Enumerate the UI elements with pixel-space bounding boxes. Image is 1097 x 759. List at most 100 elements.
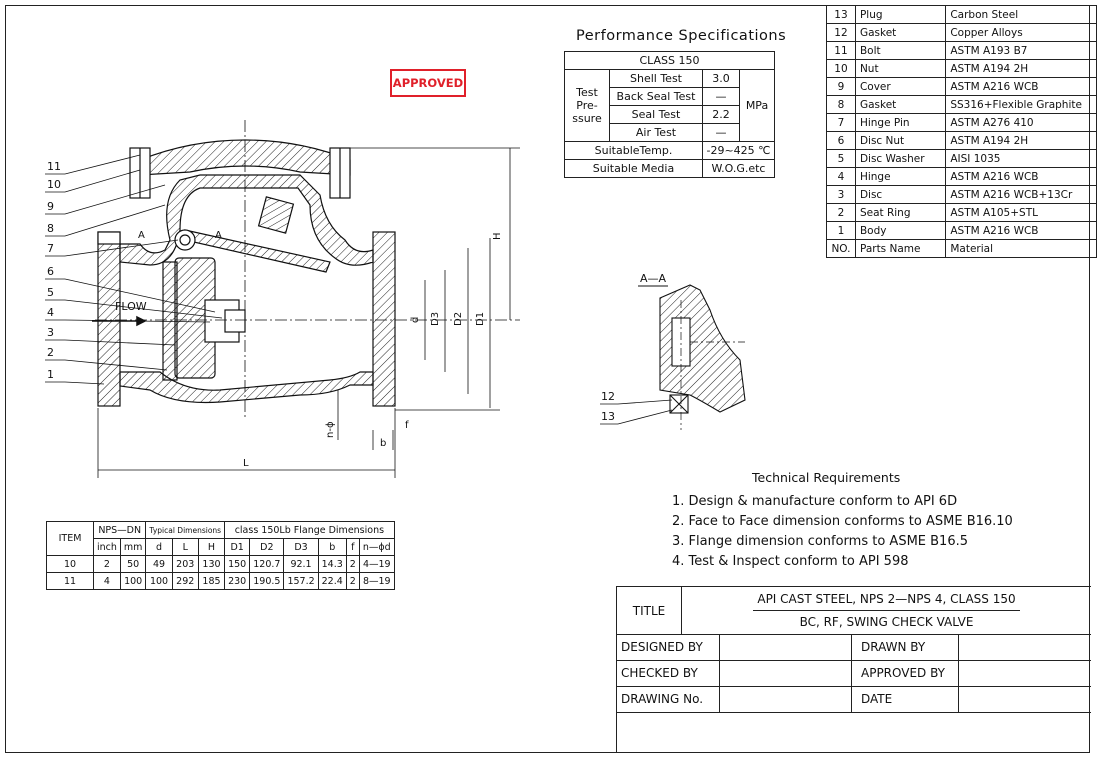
dim-cell: 157.2 [283, 572, 319, 590]
parts-no: 2 [826, 203, 856, 222]
dim-cell: 150 [224, 555, 251, 573]
title-label: TITLE [617, 587, 682, 634]
parts-material: ASTM A194 2H [945, 59, 1097, 78]
date-field[interactable] [958, 686, 1091, 712]
dim-cell: 100 [145, 572, 173, 590]
title-line-1: API CAST STEEL, NPS 2—NPS 4, CLASS 150 [753, 592, 1020, 611]
class-label: CLASS 150 [564, 51, 775, 70]
approved-by-label: APPROVED BY [861, 666, 946, 680]
parts-no: 9 [826, 77, 856, 96]
test-name: Air Test [609, 123, 703, 142]
checked-by-label: CHECKED BY [621, 666, 698, 680]
dim-cell: 130 [197, 555, 226, 573]
parts-no: 5 [826, 149, 856, 168]
parts-material: ASTM A216 WCB+13Cr [945, 185, 1097, 204]
drawing-no-field[interactable] [719, 686, 852, 712]
parts-header-name: Parts Name [854, 239, 947, 258]
requirement-item: 1. Design & manufacture conform to API 6… [672, 494, 958, 509]
suitable-temp-value: -29~425 ℃ [702, 141, 775, 160]
dim-col-header: inch [93, 538, 121, 556]
test-value: 3.0 [702, 69, 740, 88]
parts-header-material: Material [945, 239, 1097, 258]
dim-item: 10 [46, 555, 94, 573]
test-name: Shell Test [609, 69, 703, 88]
unit-label: MPa [739, 69, 775, 142]
flange-header: class 150Lb Flange Dimensions [224, 521, 395, 539]
dim-col-header: f [345, 538, 360, 556]
suitable-media-label: Suitable Media [564, 159, 703, 178]
dim-cell: 8—19 [358, 572, 395, 590]
parts-no: 13 [826, 5, 856, 24]
dim-col-header: n—ϕd [358, 538, 395, 556]
parts-name: Disc Nut [854, 131, 947, 150]
requirement-item: 3. Flange dimension conforms to ASME B16… [672, 534, 968, 549]
parts-no: 8 [826, 95, 856, 114]
parts-no: 4 [826, 167, 856, 186]
parts-no: 11 [826, 41, 856, 60]
drawn-by-field[interactable] [958, 634, 1091, 660]
date-label: DATE [861, 692, 893, 706]
parts-no: 3 [826, 185, 856, 204]
parts-name: Nut [854, 59, 947, 78]
parts-material: ASTM A216 WCB [945, 167, 1097, 186]
checked-by-field[interactable] [719, 660, 852, 686]
dim-cell: 14.3 [317, 555, 347, 573]
suitable-media-value: W.O.G.etc [702, 159, 775, 178]
dim-cell: 4 [93, 572, 121, 590]
dim-col-header: D3 [283, 538, 319, 556]
dim-col-header: D2 [249, 538, 285, 556]
designed-by-field[interactable] [719, 634, 852, 660]
dim-col-header: L [171, 538, 199, 556]
parts-material: SS316+Flexible Graphite [945, 95, 1097, 114]
dim-cell: 92.1 [283, 555, 319, 573]
technical-requirements: Technical Requirements 1. Design & manuf… [672, 468, 1013, 572]
dim-cell: 22.4 [317, 572, 347, 590]
parts-name: Body [854, 221, 947, 240]
dim-col-header: b [317, 538, 347, 556]
parts-name: Cover [854, 77, 947, 96]
parts-material: AISI 1035 [945, 149, 1097, 168]
parts-material: ASTM A216 WCB [945, 221, 1097, 240]
parts-name: Hinge Pin [854, 113, 947, 132]
test-value: — [702, 87, 740, 106]
technical-title: Technical Requirements [752, 470, 901, 485]
drawing-frame [5, 5, 1090, 753]
approved-by-field[interactable] [958, 660, 1091, 686]
item-header: ITEM [46, 521, 94, 556]
parts-material: ASTM A276 410 [945, 113, 1097, 132]
test-value: — [702, 123, 740, 142]
performance-table: CLASS 150 Test Pre-ssure Shell Test 3.0 … [564, 51, 775, 178]
parts-material: ASTM A105+STL [945, 203, 1097, 222]
performance-title: Performance Specifications [576, 28, 787, 44]
parts-no: 1 [826, 221, 856, 240]
dim-cell: 185 [197, 572, 226, 590]
parts-material: ASTM A216 WCB [945, 77, 1097, 96]
test-name: Back Seal Test [609, 87, 703, 106]
dim-cell: 2 [345, 555, 360, 573]
parts-no: 6 [826, 131, 856, 150]
dim-item: 11 [46, 572, 94, 590]
title-block: TITLE API CAST STEEL, NPS 2—NPS 4, CLASS… [616, 586, 1091, 753]
dim-cell: 2 [93, 555, 121, 573]
dim-cell: 230 [224, 572, 251, 590]
dim-col-header: mm [119, 538, 147, 556]
dim-cell: 203 [171, 555, 199, 573]
parts-header-no: NO. [826, 239, 856, 258]
parts-material: ASTM A194 2H [945, 131, 1097, 150]
dim-cell: 292 [171, 572, 199, 590]
parts-name: Bolt [854, 41, 947, 60]
dim-cell: 2 [345, 572, 360, 590]
requirement-item: 2. Face to Face dimension conforms to AS… [672, 514, 1013, 529]
parts-no: 7 [826, 113, 856, 132]
